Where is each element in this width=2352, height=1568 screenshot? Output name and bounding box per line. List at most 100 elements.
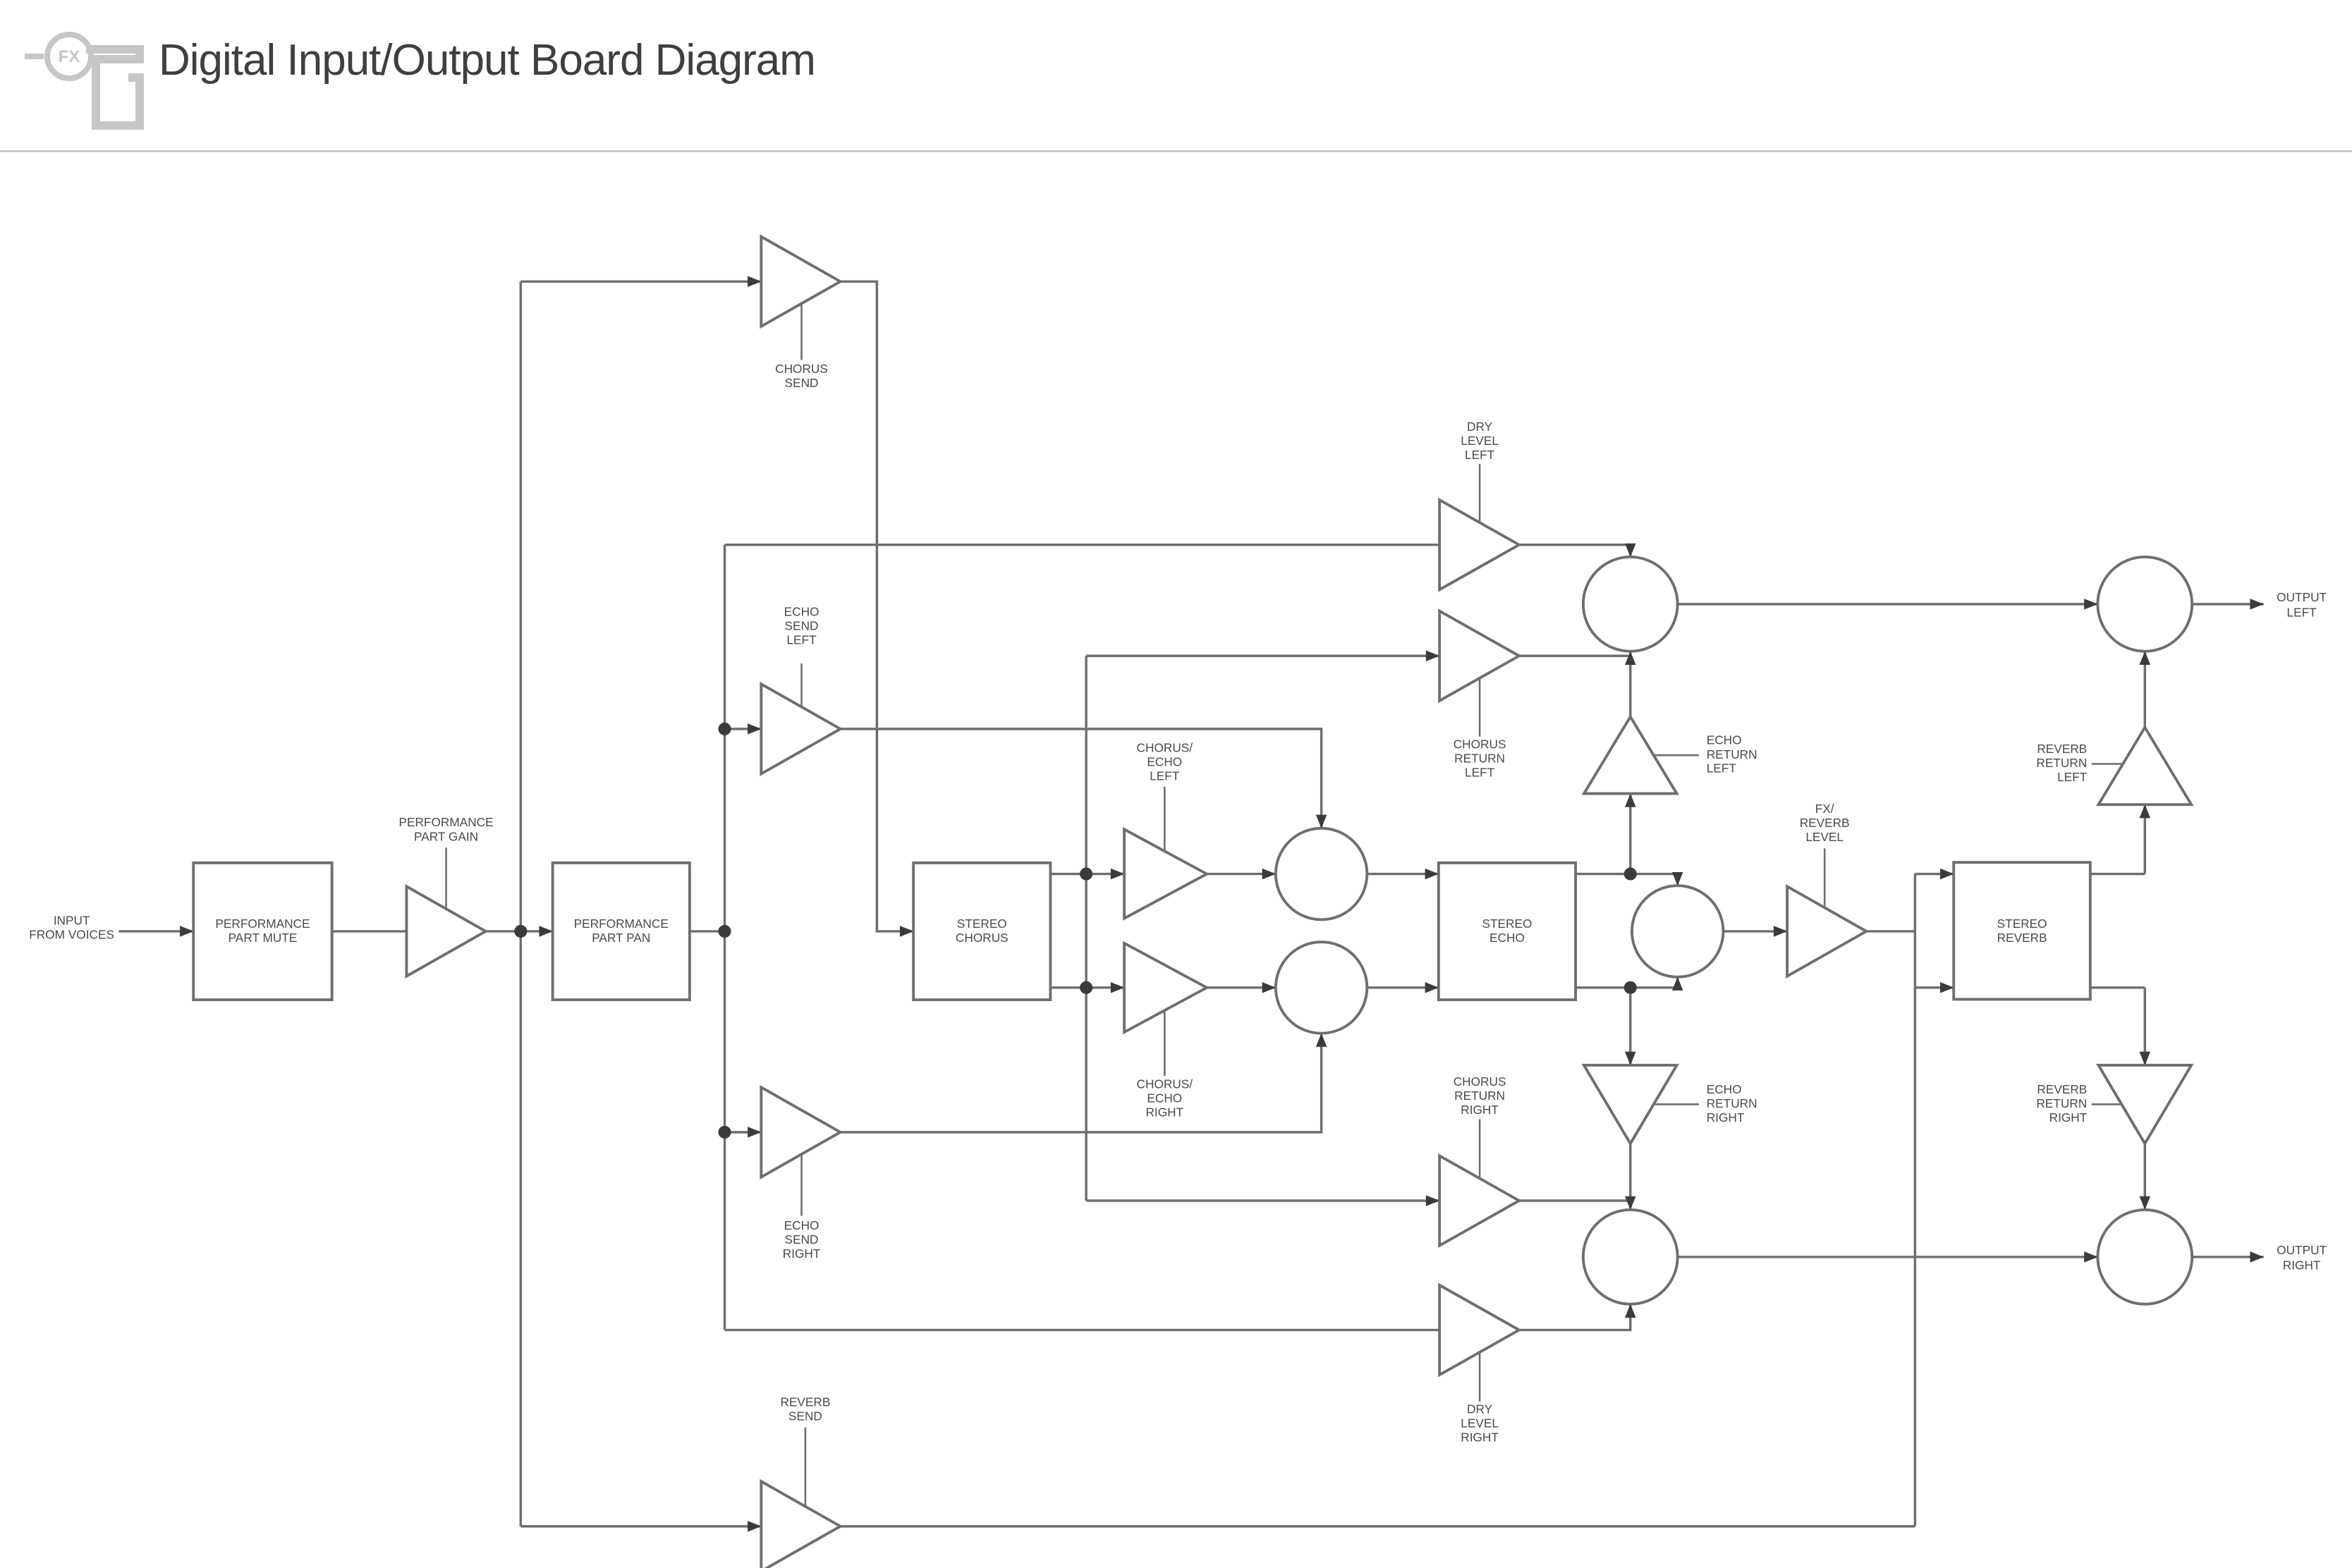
mix-circle-left (1581, 556, 1679, 653)
signal-line (840, 1033, 1327, 1134)
stereo-reverb-label: STEREO (1997, 917, 2047, 931)
input-label: FROM VOICES (29, 928, 114, 942)
chorus-echo-left-amp (1123, 827, 1210, 921)
performance-part-mute-label: PART MUTE (229, 931, 298, 945)
reverb-return-left-label: REVERB (2037, 742, 2087, 756)
dry-level-left-label: DRY (1467, 419, 1493, 434)
echo-return-right-label: RETURN (1707, 1096, 1757, 1110)
reverb-send-label: REVERB (780, 1395, 830, 1409)
signal-line (724, 543, 1636, 558)
dry-level-right-label: RIGHT (1461, 1430, 1499, 1444)
chorus-echo-left-label: CHORUS/ (1137, 740, 1193, 754)
echo-return-right-label: RIGHT (1707, 1110, 1745, 1125)
page-header: FX Digital Input/Output Board Diagram (0, 0, 2352, 152)
junction-dot (1623, 867, 1637, 881)
reverb-return-left-label: RETURN (2036, 756, 2087, 770)
reverb-return-left-label: LEFT (2057, 770, 2088, 784)
chorus-send-label: SEND (785, 376, 819, 390)
chorus-return-right-label: CHORUS (1454, 1074, 1506, 1089)
junction-dot (1623, 981, 1637, 994)
stereo-echo-box (1437, 861, 1578, 1002)
chorus-return-left-amp (1438, 608, 1522, 704)
performance-part-gain-label: PERFORMANCE (398, 815, 493, 829)
reverb-return-right-amp (2096, 1063, 2194, 1146)
echo-return-left-amp (1581, 713, 1680, 795)
connector-lines (118, 276, 2264, 1532)
performance-part-pan-label: PART PAN (592, 931, 650, 945)
echo-return-right-label: ECHO (1707, 1082, 1742, 1096)
chorus-send-label: CHORUS (775, 362, 828, 376)
junction-dot (1080, 981, 1093, 994)
performance-part-mute-box (192, 861, 334, 1002)
fx-reverb-level-label: FX/ (1815, 802, 1834, 816)
fx-reverb-level-label: REVERB (1800, 816, 1850, 830)
echo-return-right-amp (1581, 1063, 1680, 1146)
stereo-echo-label: ECHO (1489, 931, 1525, 945)
chorus-echo-right-label: CHORUS/ (1137, 1077, 1193, 1091)
reverb-return-left-amp (2096, 724, 2194, 807)
performance-part-mute-label: PERFORMANCE (215, 917, 310, 931)
signal-line (840, 728, 1327, 829)
dry-level-left-label: LEVEL (1461, 434, 1499, 448)
junction-dots (514, 722, 1637, 1139)
chorus-echo-left-label: LEFT (1150, 769, 1180, 783)
output-right-circle (2096, 1208, 2194, 1306)
junction-dot (718, 924, 731, 938)
chorus-return-right-amp (1438, 1153, 1522, 1248)
dry-level-left-label: LEFT (1465, 448, 1495, 462)
chorus-return-right-label: RETURN (1454, 1089, 1505, 1103)
echo-send-left-label: SEND (785, 618, 819, 632)
dry-level-right-label: LEVEL (1461, 1416, 1499, 1430)
reverb-send-amp (760, 1478, 843, 1568)
junction-dot (718, 1125, 731, 1139)
signal-line (1576, 976, 1683, 991)
junction-dot (514, 924, 528, 938)
echo-send-left-label: LEFT (786, 632, 817, 647)
output-left-label: OUTPUT (2277, 590, 2327, 604)
signal-line (1576, 871, 1683, 886)
echo-send-right-label: SEND (785, 1232, 819, 1247)
echo-send-right-label: RIGHT (783, 1247, 821, 1261)
dry-level-left-amp (1438, 497, 1522, 592)
performance-part-gain-label: PART GAIN (414, 829, 478, 843)
label-ticks (445, 304, 2123, 1506)
signal-line (840, 280, 914, 937)
echo-send-right-amp (760, 1084, 843, 1180)
stereo-reverb-box (1952, 861, 2092, 1001)
reverb-return-right-label: RIGHT (2049, 1110, 2088, 1125)
page-title: Digital Input/Output Board Diagram (159, 36, 816, 85)
fx-icon-text: FX (59, 47, 80, 66)
reverb-send-label: SEND (788, 1409, 822, 1423)
signal-line (724, 1304, 1636, 1332)
echo-send-left-label: ECHO (784, 604, 819, 618)
mix-circle-right (1581, 1208, 1679, 1306)
sum-junction-circle-right (1274, 941, 1369, 1035)
echo-send-right-label: ECHO (784, 1218, 819, 1232)
output-left-circle (2096, 556, 2194, 653)
fx-reverb-level-amp (1786, 883, 1870, 979)
chorus-return-left-label: CHORUS (1454, 737, 1506, 751)
output-right-label: RIGHT (2283, 1258, 2321, 1272)
diagram-shapes (192, 234, 2194, 1568)
performance-part-pan-box (551, 861, 691, 1002)
stereo-chorus-box (912, 861, 1052, 1002)
output-right-label: OUTPUT (2277, 1243, 2327, 1257)
fx-sum-circle (1630, 884, 1725, 979)
reverb-return-right-label: REVERB (2037, 1082, 2087, 1096)
echo-return-left-label: LEFT (1707, 761, 1737, 776)
sum-junction-circle-left (1274, 826, 1369, 921)
reverb-return-right-label: RETURN (2036, 1096, 2087, 1110)
chorus-echo-right-label: ECHO (1147, 1091, 1182, 1105)
output-left-label: LEFT (2287, 605, 2317, 619)
fx-reverb-level-label: LEVEL (1805, 830, 1844, 844)
stereo-echo-label: STEREO (1482, 917, 1532, 931)
chorus-echo-right-amp (1123, 941, 1210, 1035)
stereo-chorus-label: STEREO (957, 917, 1007, 931)
dry-level-right-amp (1438, 1282, 1522, 1378)
chorus-return-left-label: LEFT (1465, 765, 1495, 779)
diagram-labels: INPUT FROM VOICES PERFORMANCE PART MUTE … (29, 362, 2327, 1444)
chorus-send-amp (760, 234, 843, 329)
chorus-echo-right-label: RIGHT (1145, 1105, 1183, 1120)
